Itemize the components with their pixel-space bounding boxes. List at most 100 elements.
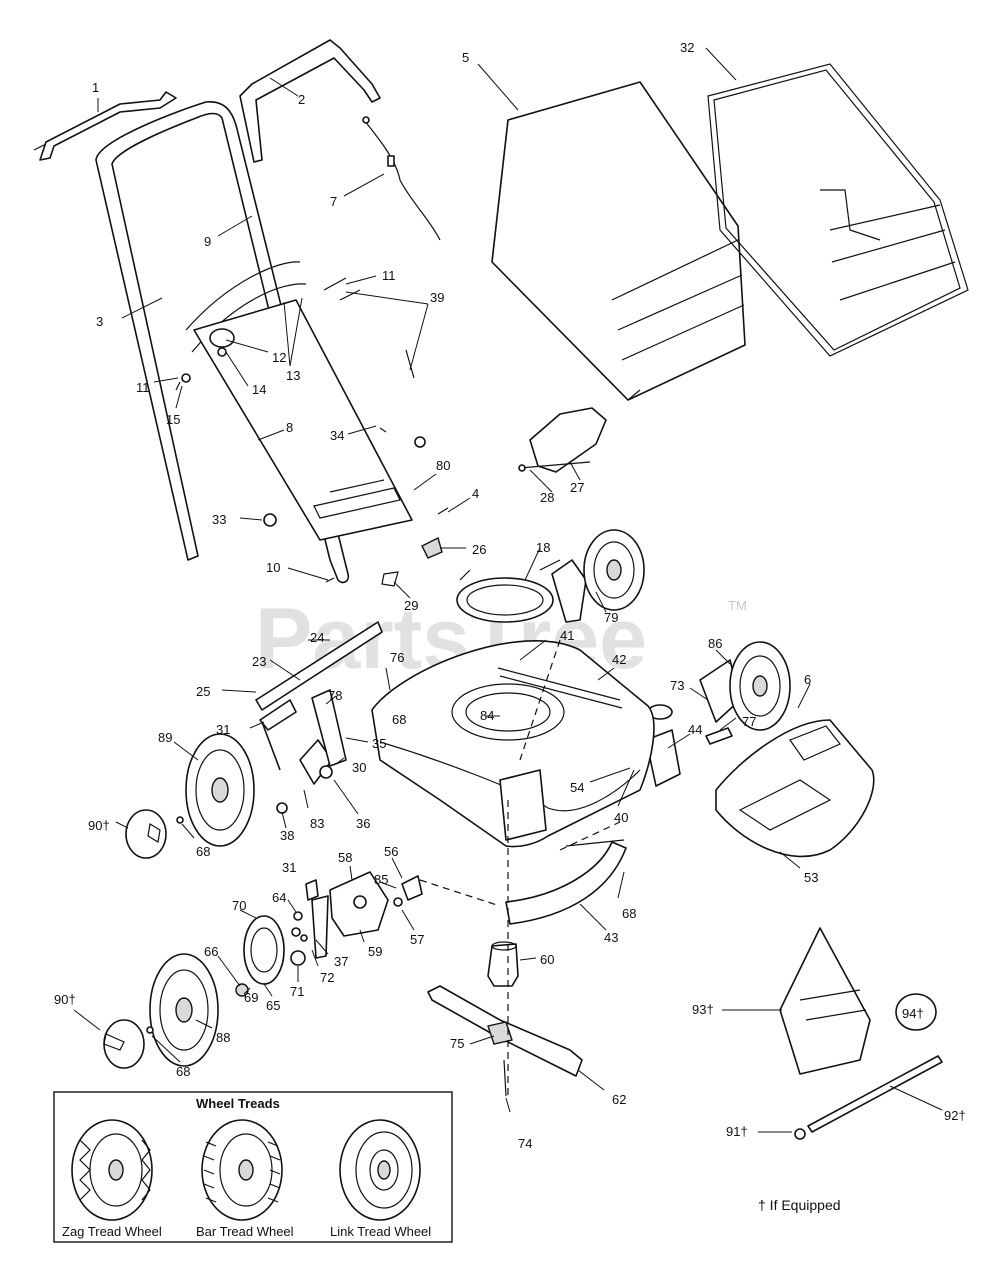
callout-25: 25 (196, 684, 210, 699)
callout-40: 40 (614, 810, 628, 825)
callout-31a: 31 (216, 722, 230, 737)
bar-tread-wheel-image (201, 1119, 283, 1221)
callout-44: 44 (688, 722, 702, 737)
callout-8: 8 (286, 420, 293, 435)
callout-30: 30 (352, 760, 366, 775)
link-tread-wheel-image (339, 1119, 421, 1221)
callout-60: 60 (540, 952, 554, 967)
callout-74: 74 (518, 1136, 532, 1151)
front-wheel-upper (185, 733, 255, 847)
center-line-2 (519, 639, 561, 761)
callout-93: 93† (692, 1002, 714, 1017)
callout-56: 56 (384, 844, 398, 859)
callout-71: 71 (290, 984, 304, 999)
rear-flap (715, 719, 875, 858)
callout-69: 69 (244, 990, 258, 1005)
blade-adapter (487, 941, 519, 987)
shift-lever (239, 39, 381, 163)
leader-lines (73, 47, 943, 1133)
front-axle (255, 621, 383, 814)
wheel-treads-legend: Wheel Treads Zag Tread Wheel Bar Tread W… (53, 1091, 453, 1243)
callout-68a: 68 (196, 844, 210, 859)
front-wheel-lower (149, 953, 219, 1067)
drive-ring (456, 559, 561, 623)
callout-85: 85 (374, 872, 388, 887)
callout-80: 80 (436, 458, 450, 473)
wheel-disk (235, 915, 285, 997)
control-bail (33, 91, 177, 161)
callout-72: 72 (320, 970, 334, 985)
blade (427, 985, 583, 1097)
callout-88: 88 (216, 1030, 230, 1045)
mower-deck (371, 640, 655, 848)
callout-75: 75 (450, 1036, 464, 1051)
upper-handle (95, 101, 350, 584)
callout-54: 54 (570, 780, 584, 795)
callout-1: 1 (92, 80, 99, 95)
part-94-circle (895, 993, 937, 1031)
callout-68d: 68 (176, 1064, 190, 1079)
lower-handle (193, 299, 413, 541)
callout-62: 62 (612, 1092, 626, 1107)
callout-43: 43 (604, 930, 618, 945)
callout-41: 41 (560, 628, 574, 643)
callout-32: 32 (680, 40, 694, 55)
cable (362, 116, 441, 241)
callout-64: 64 (272, 890, 286, 905)
callout-84: 84 (480, 708, 494, 723)
callout-68c: 68 (622, 906, 636, 921)
callout-94: 94† (902, 1006, 924, 1021)
grass-bag (491, 81, 746, 401)
callout-11a: 11 (136, 380, 150, 395)
callout-6: 6 (804, 672, 811, 687)
callout-37: 37 (334, 954, 348, 969)
callout-76: 76 (390, 650, 404, 665)
callout-29: 29 (404, 598, 418, 613)
callout-15: 15 (166, 412, 180, 427)
callout-65: 65 (266, 998, 280, 1013)
watermark-trademark: TM (728, 598, 747, 613)
callout-7: 7 (330, 194, 337, 209)
rear-wheel-upper (583, 529, 645, 611)
bag-frame (707, 63, 969, 357)
callout-35: 35 (372, 736, 386, 751)
callout-70: 70 (232, 898, 246, 913)
callout-23: 23 (252, 654, 266, 669)
hubcap-lower (103, 1019, 154, 1069)
callout-27: 27 (570, 480, 584, 495)
footnote-if-equipped: † If Equipped (758, 1197, 841, 1213)
callout-18: 18 (536, 540, 550, 555)
callout-53: 53 (804, 870, 818, 885)
legend-wheel-bar: Bar Tread Wheel (196, 1224, 294, 1239)
callout-31b: 31 (282, 860, 296, 875)
legend-wheel-link: Link Tread Wheel (330, 1224, 431, 1239)
height-adjuster (290, 871, 423, 966)
callout-90b: 90† (54, 992, 76, 1007)
callout-13: 13 (286, 368, 300, 383)
callout-66: 66 (204, 944, 218, 959)
legend-wheel-zag: Zag Tread Wheel (62, 1224, 162, 1239)
callout-86: 86 (708, 636, 722, 651)
callout-79: 79 (604, 610, 618, 625)
callout-78: 78 (328, 688, 342, 703)
callout-24: 24 (310, 630, 324, 645)
center-line-3 (419, 879, 501, 907)
callout-68b: 68 (392, 712, 406, 727)
callout-4: 4 (472, 486, 479, 501)
callout-9: 9 (204, 234, 211, 249)
callout-2: 2 (298, 92, 305, 107)
zag-tread-wheel-image (71, 1119, 153, 1221)
callout-92: 92† (944, 1108, 966, 1123)
legend-title: Wheel Treads (196, 1096, 280, 1111)
callout-91: 91† (726, 1124, 748, 1139)
callout-89: 89 (158, 730, 172, 745)
callout-33: 33 (212, 512, 226, 527)
callout-36: 36 (356, 816, 370, 831)
callout-34: 34 (330, 428, 344, 443)
rod (794, 1055, 943, 1140)
callout-83: 83 (310, 816, 324, 831)
callout-57: 57 (410, 932, 424, 947)
handle-hardware (175, 277, 449, 587)
callout-10: 10 (266, 560, 280, 575)
callout-77: 77 (742, 714, 756, 729)
